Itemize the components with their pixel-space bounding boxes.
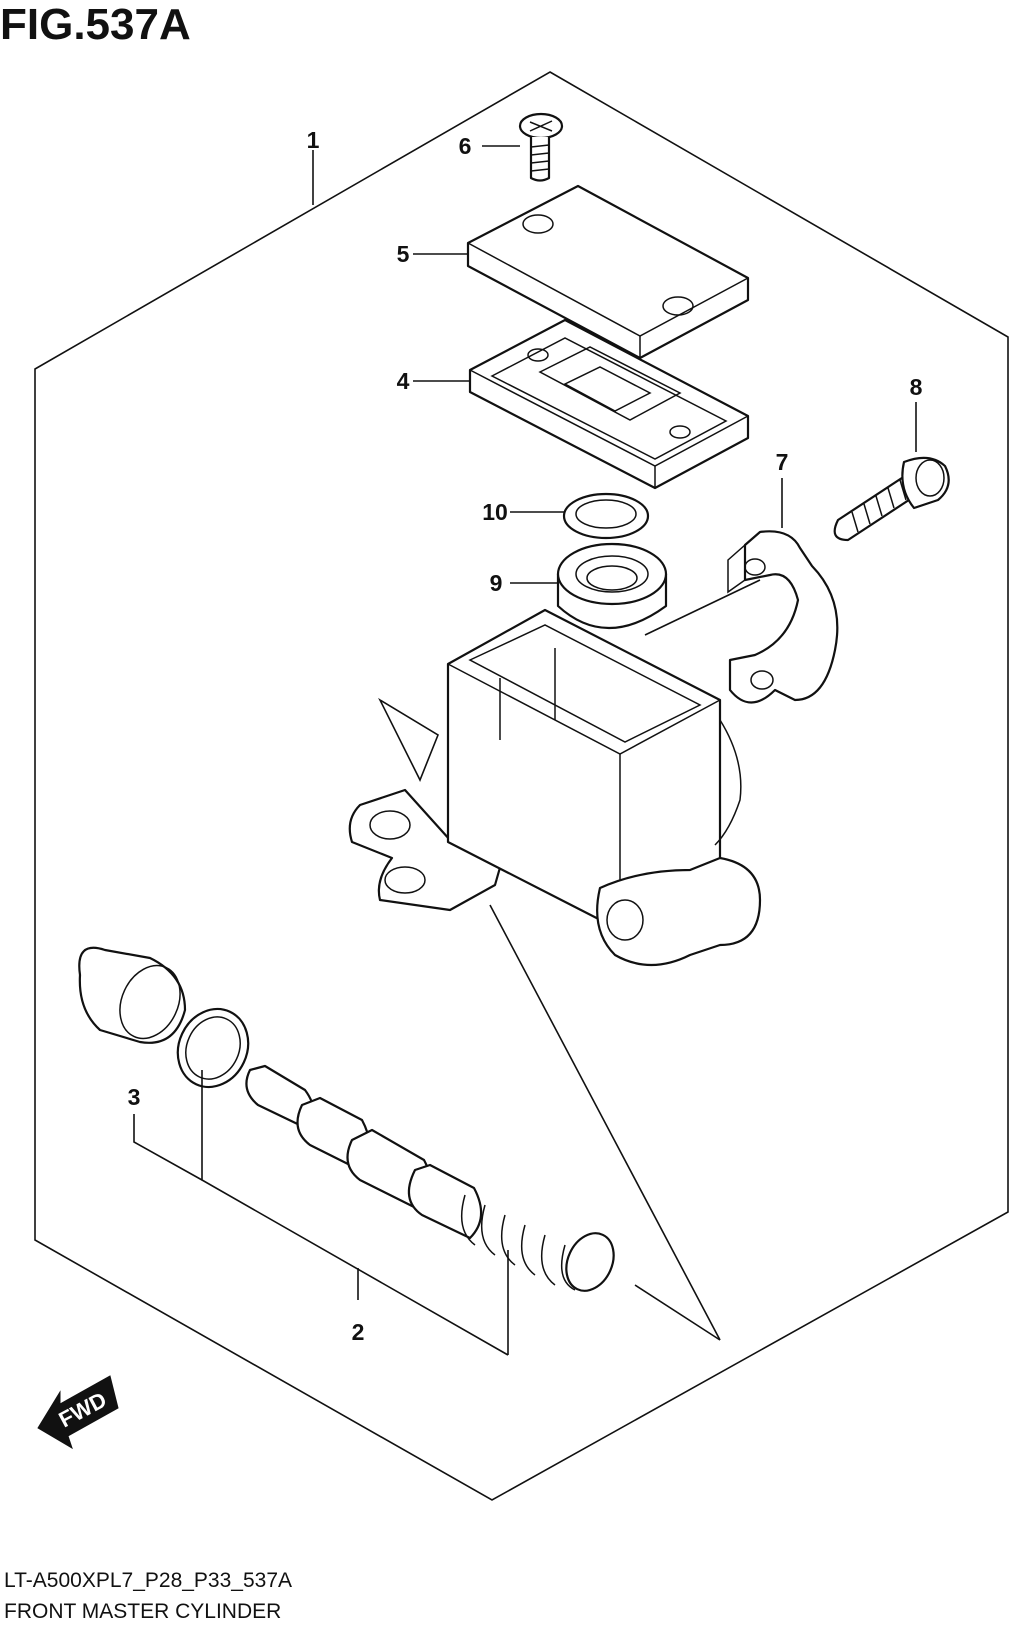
reservoir-bushing xyxy=(556,542,668,630)
circlip xyxy=(176,1007,250,1089)
callout-5: 5 xyxy=(397,241,410,267)
callout-10: 10 xyxy=(482,499,508,525)
figure-title: FIG.537A xyxy=(0,0,191,49)
reservoir-diaphragm xyxy=(468,318,750,490)
clamp-bolt xyxy=(833,456,950,542)
figure-name: FRONT MASTER CYLINDER xyxy=(4,1600,282,1623)
callout-2: 2 xyxy=(352,1319,365,1345)
callout-7: 7 xyxy=(776,449,789,475)
o-ring xyxy=(562,492,650,540)
piston-assembly xyxy=(245,1064,615,1292)
callout-1: 1 xyxy=(307,127,320,153)
piston-boot xyxy=(78,946,187,1044)
callout-4: 4 xyxy=(397,368,410,394)
callout-3: 3 xyxy=(128,1084,141,1110)
handlebar-clamp xyxy=(727,530,839,704)
model-code: LT-A500XPL7_P28_P33_537A xyxy=(4,1569,293,1592)
master-cylinder-body xyxy=(348,579,762,967)
reservoir-cap xyxy=(466,184,750,360)
callout-8: 8 xyxy=(910,374,923,400)
fwd-arrow-icon: FWD xyxy=(37,1375,119,1450)
cap-screw xyxy=(518,112,564,182)
callout-9: 9 xyxy=(490,570,503,596)
assembly-outline xyxy=(34,71,1009,1501)
leader-lines xyxy=(133,145,917,1356)
callout-6: 6 xyxy=(459,133,472,159)
